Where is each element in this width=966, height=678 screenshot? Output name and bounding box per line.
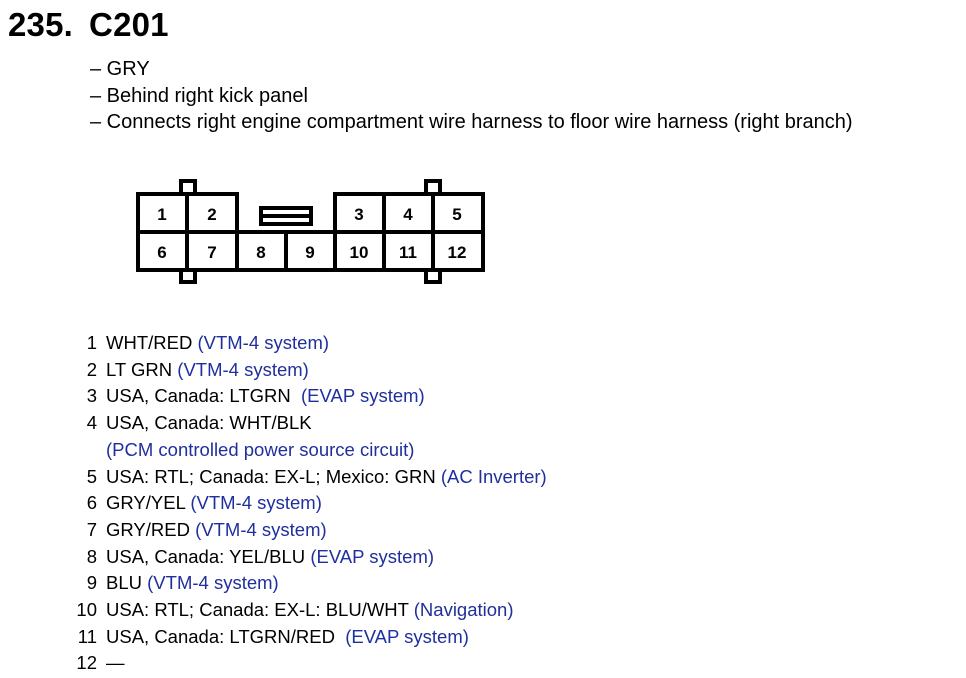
pin-row: 8 USA, Canada: YEL/BLU (EVAP system) (68, 544, 547, 571)
connector-face-svg: 1 2 3 4 5 6 7 8 9 10 11 12 (136, 179, 485, 284)
circuit-note: (VTM-4 system) (190, 492, 322, 514)
pin-number: 1 (86, 332, 97, 353)
pin-number: 10 (76, 599, 97, 621)
wire-color: USA: RTL; Canada: EX-L; Mexico: GRN (106, 465, 441, 487)
pin-number: 3 (86, 385, 97, 407)
pin-row: 7 GRY/RED (VTM-4 system) (68, 517, 547, 544)
wire-color: LT GRN (106, 358, 178, 380)
pin-label-11: 11 (399, 243, 417, 262)
wire-color: USA: RTL; Canada: EX-L: BLU/WHT (106, 599, 414, 621)
pin-row: 6 GRY/YEL (VTM-4 system) (68, 490, 547, 517)
pin-row: 10 USA: RTL; Canada: EX-L: BLU/WHT (Navi… (68, 597, 547, 624)
pin-number: 6 (86, 492, 97, 514)
pin-label-10: 10 (350, 243, 369, 262)
pin-label-9: 9 (305, 243, 314, 262)
pin-label-1: 1 (157, 205, 166, 224)
pin-row: 3 USA, Canada: LTGRN (EVAP system) (68, 383, 547, 410)
circuit-note: (Navigation) (413, 599, 514, 621)
pin-row: 11 USA, Canada: LTGRN/RED (EVAP system) (68, 624, 547, 651)
wire-color: GRY/RED (106, 518, 196, 540)
circuit-note: (AC Inverter) (440, 465, 547, 487)
pin-label-7: 7 (207, 243, 216, 262)
description-connection: – Connects right engine compartment wire… (90, 111, 853, 133)
circuit-note: (EVAP system) (301, 385, 425, 407)
wire-color: BLU (106, 572, 148, 594)
pin-label-5: 5 (452, 205, 461, 224)
pin-number: 5 (86, 465, 97, 487)
wire-color: USA, Canada: LTGRN (106, 385, 302, 407)
wire-color: USA, Canada: YEL/BLU (106, 545, 311, 567)
wire-color: USA, Canada: LTGRN/RED (106, 625, 346, 647)
pin-label-8: 8 (256, 243, 265, 262)
pin-label-2: 2 (207, 205, 216, 224)
pin-number: 11 (77, 625, 97, 647)
pin-label-6: 6 (157, 243, 166, 262)
wire-color: WHT/RED (106, 332, 198, 353)
pin-row: 2 LT GRN (VTM-4 system) (68, 357, 547, 384)
pin-label-12: 12 (448, 243, 467, 262)
circuit-note: (VTM-4 system) (197, 332, 330, 353)
pin-row: 1 WHT/RED (VTM-4 system) (68, 330, 547, 357)
pin-number: 12 (76, 652, 97, 674)
pin-row: 9 BLU (VTM-4 system) (68, 570, 547, 597)
circuit-note: (VTM-4 system) (177, 358, 309, 380)
pin-number: 8 (86, 545, 97, 567)
circuit-note: (PCM controlled power source circuit) (106, 438, 415, 460)
connector-description: – GRY – Behind right kick panel – Connec… (90, 56, 853, 136)
pin-number: 2 (86, 358, 97, 380)
connector-diagram: 1 2 3 4 5 6 7 8 9 10 11 12 (126, 176, 496, 288)
circuit-note: (EVAP system) (310, 545, 435, 567)
circuit-note: (VTM-4 system) (147, 572, 279, 594)
pin-list: 1 WHT/RED (VTM-4 system) 2 LT GRN (VTM-4… (68, 330, 547, 677)
wire-color: — (106, 652, 125, 674)
circuit-note: (EVAP system) (345, 625, 469, 647)
section-number: 235. (8, 6, 74, 43)
wire-color: USA, Canada: WHT/BLK (106, 412, 312, 434)
pin-row: 5 USA: RTL; Canada: EX-L; Mexico: GRN (A… (68, 464, 547, 491)
description-color: – GRY (90, 58, 150, 80)
pin-row: 12 — (68, 650, 547, 677)
pin-number: 7 (86, 518, 97, 540)
circuit-note: (VTM-4 system) (195, 518, 327, 540)
pin-label-4: 4 (403, 205, 413, 224)
connector-id: C201 (89, 6, 169, 43)
description-location: – Behind right kick panel (90, 84, 308, 107)
pin-number: 9 (86, 572, 97, 594)
pin-label-3: 3 (354, 205, 363, 224)
pin-row: 4 USA, Canada: WHT/BLK (PCM controlled p… (68, 410, 547, 463)
page-title: 235. C201 (8, 6, 169, 44)
pin-number: 4 (86, 412, 97, 434)
wire-color: GRY/YEL (106, 492, 191, 514)
